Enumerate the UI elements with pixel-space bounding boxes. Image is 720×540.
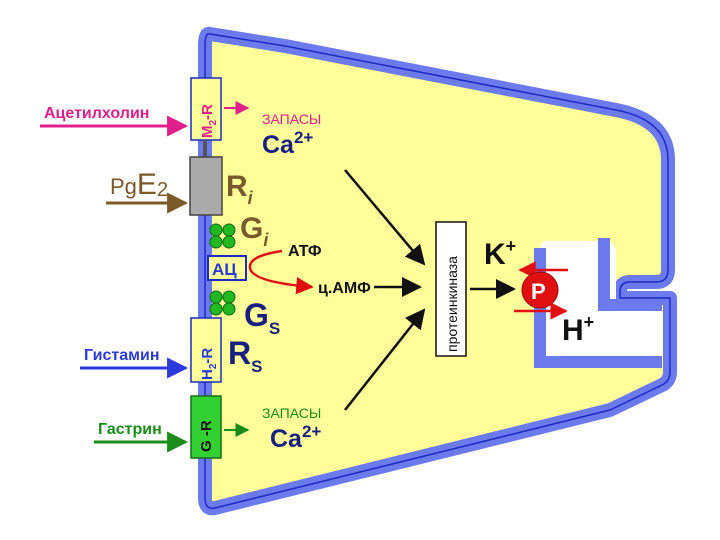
cell-membrane-outline — [204, 33, 671, 510]
g-receptor-label: G -R — [198, 420, 215, 452]
camp-label: ц.АМФ — [318, 280, 371, 297]
acetylcholine-label: Ацетилхолин — [44, 105, 149, 122]
potassium-label: K+ — [484, 236, 516, 271]
calcium-top: Ca2+ — [262, 128, 313, 159]
protein-kinase-label: протеинкиназа — [444, 256, 460, 352]
g-receptor[interactable] — [190, 395, 222, 459]
histamine-label: Гистамин — [84, 347, 159, 364]
pge-receptor[interactable] — [189, 156, 223, 216]
atp-to-camp-arrow — [248, 249, 314, 295]
adenylate-cyclase-box[interactable] — [207, 255, 247, 281]
h2-receptor[interactable] — [190, 317, 222, 383]
protein-kinase-box[interactable] — [435, 221, 467, 357]
gi-label: Gi — [240, 212, 269, 250]
m2-receptor-label: M2-R — [199, 104, 219, 138]
pge2-label: PgE2 — [110, 168, 168, 201]
ca-top-to-kinase-arrow — [344, 169, 426, 266]
gs-label: GS — [244, 297, 280, 338]
gastrin-label: Гастрин — [98, 421, 162, 438]
stores-top-label: ЗАПАСЫ — [262, 111, 321, 127]
proton-label: H+ — [562, 312, 594, 347]
gs-protein-icon — [209, 290, 236, 316]
ri-label: Ri — [226, 170, 254, 208]
pge-receptor-stalk — [203, 140, 207, 158]
calcium-bottom: Ca2+ — [270, 422, 321, 453]
rs-label: RS — [228, 335, 262, 376]
proton-pump[interactable] — [521, 271, 559, 309]
stores-bottom-label: ЗАПАСЫ — [262, 405, 321, 421]
proton-pump-label: P — [531, 279, 546, 304]
h2-receptor-label: H2-R — [199, 348, 219, 380]
ca-bottom-to-kinase-arrow — [344, 308, 426, 411]
gi-protein-icon — [209, 223, 236, 249]
atp-label: АТФ — [288, 243, 322, 260]
adenylate-cyclase-label: АЦ — [212, 260, 237, 279]
